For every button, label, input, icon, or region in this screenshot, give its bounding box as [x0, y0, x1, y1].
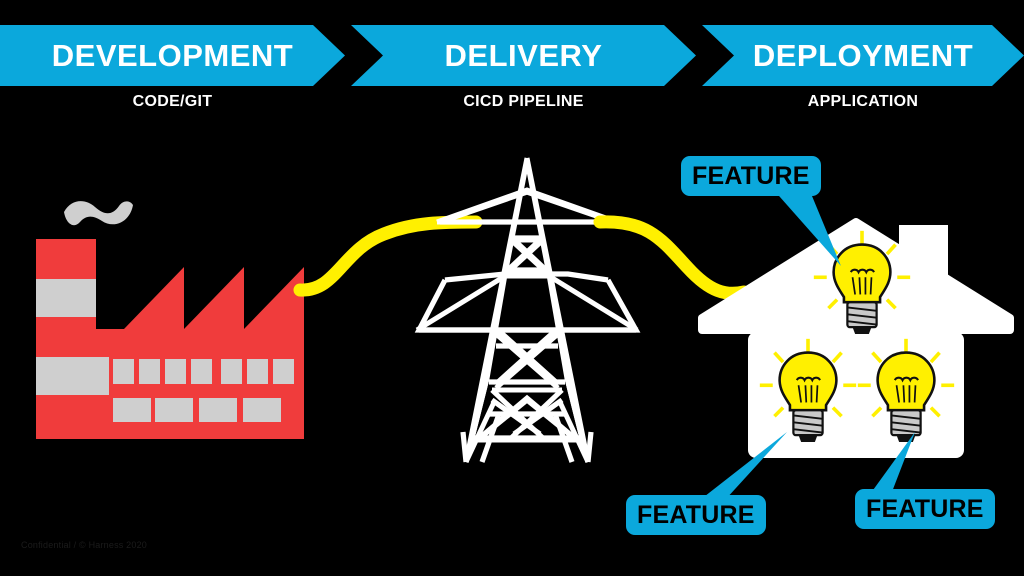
- factory-icon: [36, 201, 304, 439]
- feature-callout-roof[interactable]: FEATURE: [681, 156, 821, 196]
- stage-subtitle-development-text: CODE/GIT: [132, 93, 213, 110]
- feature-callout-right-label: FEATURE: [866, 494, 984, 523]
- callout-tail-roof: [772, 188, 841, 266]
- cable-pylon-to-house: [593, 215, 751, 300]
- factory-windows-bottom: [113, 398, 281, 422]
- feature-callout-left-label: FEATURE: [637, 500, 755, 529]
- feature-callout-roof-label: FEATURE: [692, 161, 810, 190]
- stage-subtitle-development: CODE/GIT: [0, 88, 345, 116]
- stage-banner-development[interactable]: DEVELOPMENT: [0, 25, 345, 86]
- callout-tail-left: [700, 432, 787, 500]
- stage-banner-deployment[interactable]: DEPLOYMENT: [702, 25, 1024, 86]
- stage-subtitle-deployment: APPLICATION: [702, 88, 1024, 116]
- stage-title-delivery: DELIVERY: [444, 38, 603, 73]
- stage-title-deployment: DEPLOYMENT: [752, 38, 974, 73]
- confidential-footer: Confidential / © Harness 2020: [21, 540, 147, 550]
- callout-tail-right: [868, 432, 915, 497]
- stage-subtitle-deployment-text: APPLICATION: [807, 93, 919, 110]
- transmission-tower-detail: [415, 157, 639, 464]
- stage-banner-delivery[interactable]: DELIVERY: [351, 25, 696, 86]
- factory-windows-top: [113, 359, 294, 384]
- stage-subtitle-delivery-text: CICD PIPELINE: [463, 93, 584, 110]
- feature-callout-right[interactable]: FEATURE: [855, 489, 995, 529]
- smoke-puff: [64, 201, 133, 226]
- stage-title-development: DEVELOPMENT: [51, 38, 294, 73]
- stage-subtitle-delivery: CICD PIPELINE: [351, 88, 696, 116]
- pipeline-stage-banner: DEVELOPMENT CODE/GIT DELIVERY CICD PIPEL…: [0, 0, 1024, 120]
- feature-callout-left[interactable]: FEATURE: [626, 495, 766, 535]
